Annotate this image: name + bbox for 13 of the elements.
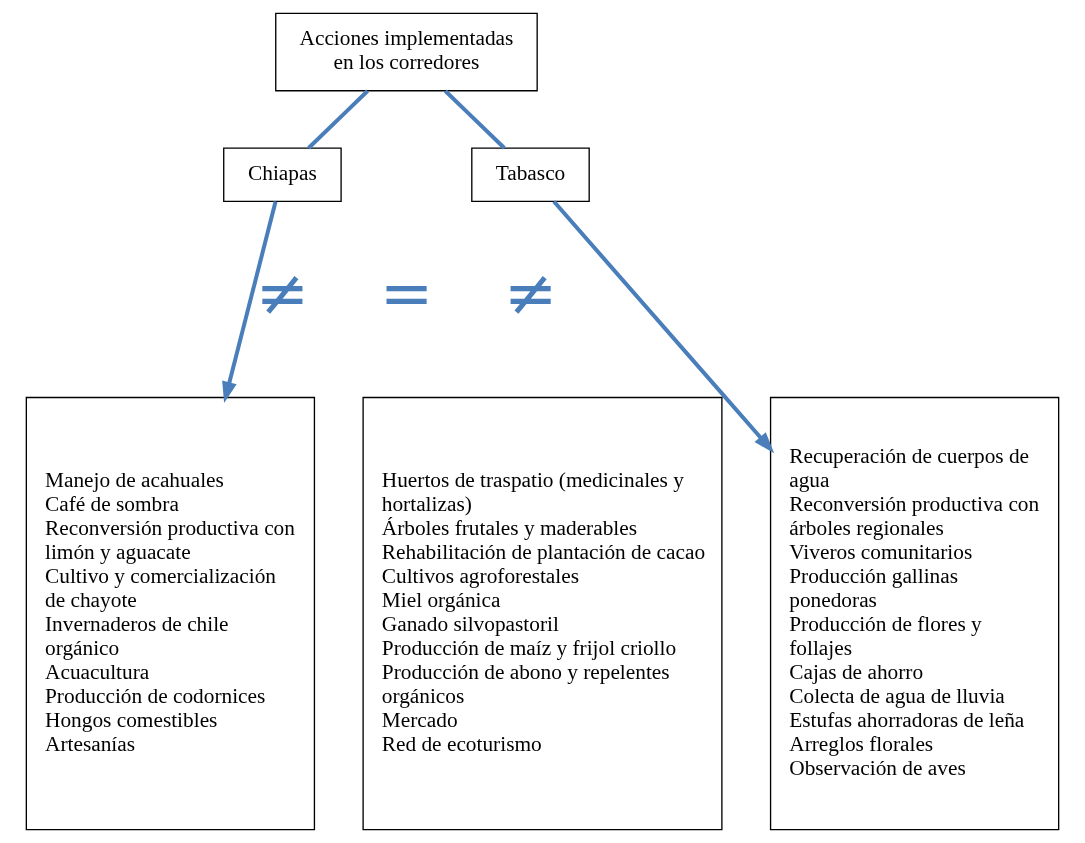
arrow [552, 200, 775, 454]
connector [307, 89, 369, 150]
node-box: Tabasco [471, 147, 590, 203]
node-box: Acciones implementadas en los corredores [275, 12, 538, 92]
label: = [379, 256, 434, 331]
label: ≠ [255, 256, 310, 331]
node-box: Huertos de traspatio (medicinales y hortalizas) Árboles frutales y maderables Rehabilitación de plantación de cacao Cultivos agroforestales Miel orgánica Ganado silvopastoril Producción de maíz y frijol criollo Producción de abono y repelentes orgánicos Mercado Red de ecoturismo [362, 396, 723, 831]
node-box: Recuperación de cuerpos de agua Reconversión productiva con árboles regionales Viveros comunitarios Producción gallinas ponedoras Producción de flores y follajes Cajas de ahorro Colecta de agua de lluvia Estufas ahorradoras de leña Arreglos florales Observación de aves [769, 396, 1060, 831]
connector [443, 89, 506, 150]
node-box: Manejo de acahuales Café de sombra Reconversión productiva con limón y aguacate Cultivo y comercialización de chayote Invernaderos de chile orgánico Acuacultura Producción de codornices Hongos comestibles Artesanías [25, 396, 316, 831]
label: ≠ [503, 256, 558, 331]
node-box: Chiapas [223, 147, 342, 203]
arrow [222, 201, 278, 404]
